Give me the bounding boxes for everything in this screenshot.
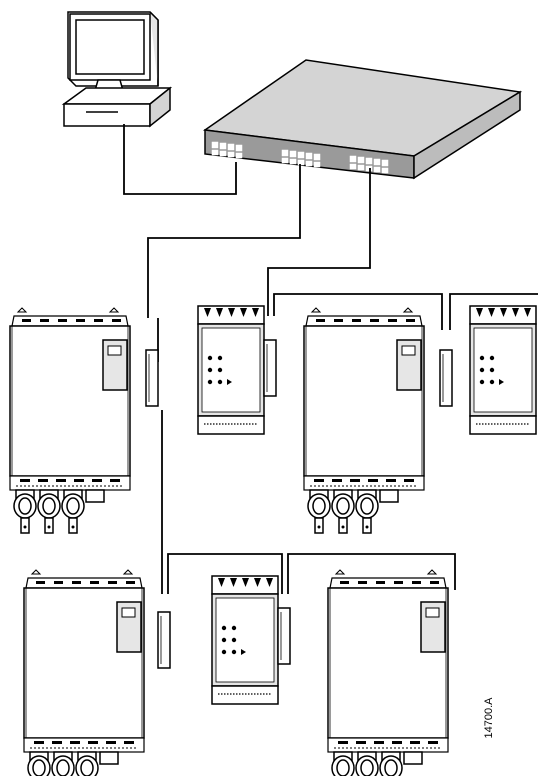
- compact-soft-starter-1: [197, 305, 277, 435]
- compact-soft-starter-2: [469, 305, 537, 435]
- compact-soft-starter-3: [211, 575, 291, 705]
- ethernet-switch-icon: [202, 59, 523, 180]
- large-soft-starter-4: [327, 569, 449, 776]
- network-cables: [123, 124, 538, 594]
- computer-icon: [61, 11, 173, 128]
- large-soft-starter-3: [23, 569, 171, 776]
- large-soft-starter-2: [303, 307, 453, 534]
- large-soft-starter-1: [9, 307, 159, 534]
- figure-code-label: 14700.A: [483, 697, 495, 739]
